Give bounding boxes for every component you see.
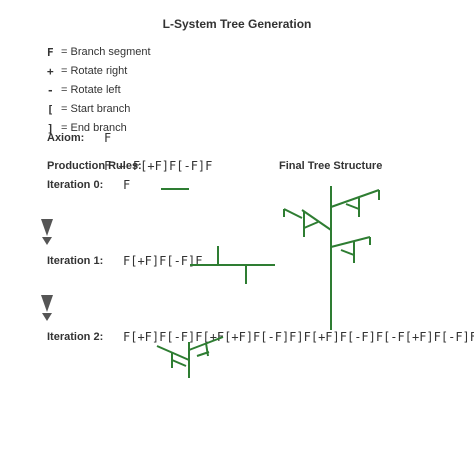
legend-symbol: ] <box>47 122 54 135</box>
final-tree-branch <box>340 249 355 256</box>
arrow-head <box>41 295 53 312</box>
final-tree-branch <box>330 236 371 248</box>
final-tree-title: Final Tree Structure <box>279 160 383 172</box>
final-tree-branch <box>303 221 319 229</box>
final-tree-branch <box>301 209 332 231</box>
iteration-2-tree <box>156 336 224 378</box>
production-rule: F → F[+F]F[-F]F <box>104 159 213 173</box>
iteration-0-label: Iteration 0: <box>47 179 104 191</box>
iteration-2-branch <box>205 342 209 357</box>
iteration-2-branch <box>196 351 210 357</box>
axiom-value: F <box>104 131 112 145</box>
legend-symbol: F <box>47 46 54 59</box>
iteration-1-tree <box>190 246 275 284</box>
iteration-2-label: Iteration 2: <box>47 331 104 343</box>
arrow-head <box>42 237 52 245</box>
arrow-head <box>41 219 53 236</box>
final-tree-branch <box>283 208 303 219</box>
final-tree-branch <box>330 189 380 208</box>
iteration-0-string: F <box>123 178 131 192</box>
iteration-1-string: F[+F]F[-F]F <box>123 254 203 268</box>
final-tree <box>283 186 380 330</box>
iteration-2-branch <box>171 359 187 367</box>
legend-meaning: = End branch <box>61 122 127 134</box>
legend-meaning: = Rotate left <box>61 84 121 96</box>
final-tree-branch <box>345 203 360 210</box>
production-label: Production Rules: <box>47 160 142 172</box>
down-arrow-1 <box>41 219 53 245</box>
iteration-2-string: F[+F]F[-F]F[+F[+F]F[-F]F]F[+F]F[-F]F[-F[… <box>123 330 474 344</box>
legend-symbol: - <box>47 84 54 97</box>
legend-meaning: = Start branch <box>61 103 131 115</box>
diagram-title: L-System Tree Generation <box>162 17 312 31</box>
legend-symbol: + <box>47 65 54 78</box>
axiom-label: Axiom: <box>47 132 85 144</box>
down-arrow-2 <box>41 295 53 321</box>
iteration-1-label: Iteration 1: <box>47 255 104 267</box>
legend-meaning: = Rotate right <box>61 65 128 77</box>
legend-meaning: = Branch segment <box>61 46 151 58</box>
legend-symbol: [ <box>47 103 54 116</box>
arrow-head <box>42 313 52 321</box>
